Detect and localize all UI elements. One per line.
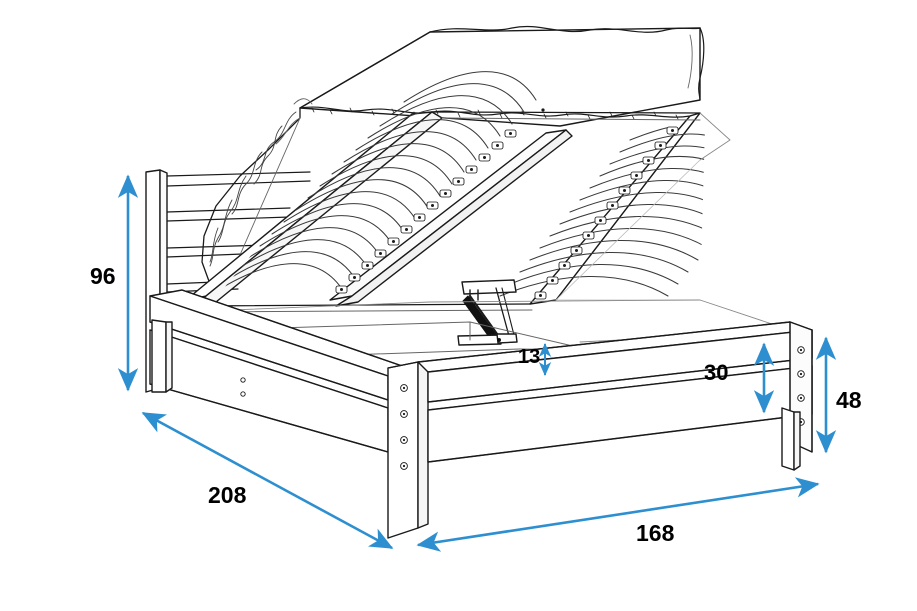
dimension-arrow-208 — [141, 411, 394, 550]
dimension-arrow-168 — [416, 477, 820, 552]
dimension-label-leg-height: 48 — [836, 387, 862, 413]
gas-strut — [457, 279, 518, 346]
dimension-label-height: 96 — [90, 263, 116, 289]
dimension-label-width: 168 — [636, 520, 675, 546]
dimension-label-clearance: 13 — [518, 346, 541, 368]
dimension-label-rail-height: 30 — [704, 360, 729, 385]
dimension-label-length: 208 — [208, 482, 247, 508]
mattress — [201, 25, 705, 297]
slatted-base — [185, 71, 731, 313]
